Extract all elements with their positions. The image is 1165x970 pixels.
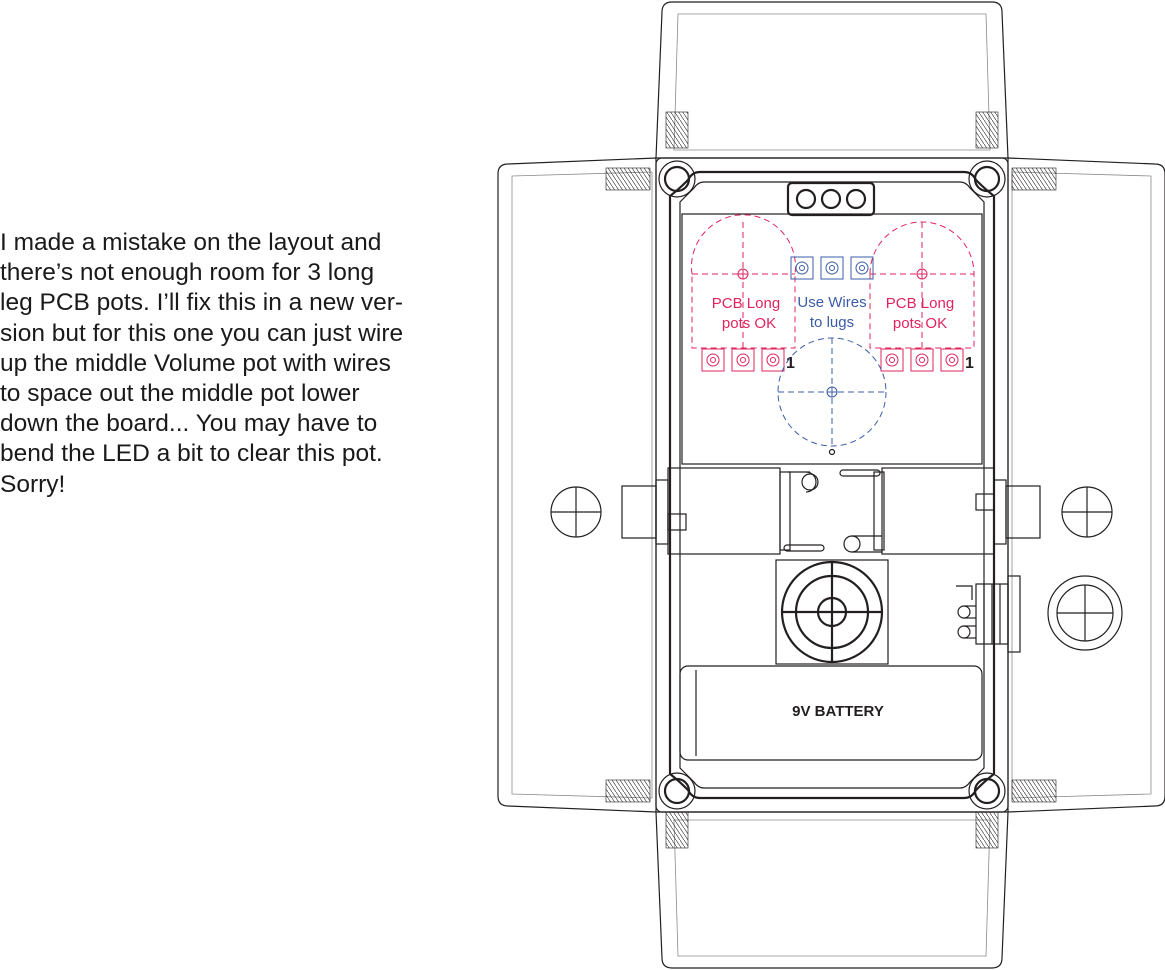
side-right-flap (1007, 157, 1165, 813)
lid-bottom-flap (655, 811, 1009, 969)
left-pot-label-line1: PCB Long (712, 295, 780, 312)
instruction-note: I made a mistake on the layout and there… (0, 229, 404, 498)
pot-pads-middle (790, 256, 874, 280)
left-pot-label-line2: pots OK (722, 315, 776, 332)
middle-pot-label-line2: to lugs (810, 314, 854, 331)
right-pot-label-line2: pots OK (893, 315, 947, 332)
corner-screw-top-right (968, 160, 1006, 198)
dc-power-jack (956, 575, 1021, 653)
pot-footprint-middle (777, 256, 887, 456)
pot-footprint-left (691, 214, 796, 372)
battery-compartment (679, 665, 983, 761)
jack-left (621, 467, 825, 555)
jack-right (839, 467, 1041, 555)
side-left-flap (497, 157, 657, 813)
dc-jack-hole (1047, 575, 1123, 651)
corner-screw-bottom-left (658, 772, 696, 810)
pin1-marker-right: 1 (965, 355, 974, 372)
battery-label: 9V BATTERY (792, 703, 884, 720)
pot-pads-right (880, 348, 964, 372)
lid-top-flap (655, 1, 1009, 159)
right-pot-label-line1: PCB Long (886, 295, 954, 312)
corner-screw-top-left (658, 160, 696, 198)
pcb-outline (681, 213, 983, 465)
top-3-pin-header (786, 181, 876, 217)
pin1-marker-left: 1 (786, 355, 795, 372)
side-hole-left (550, 486, 602, 538)
pot-footprint-right (869, 221, 975, 372)
corner-screw-bottom-right (968, 772, 1006, 810)
middle-pot-label-line1: Use Wires (797, 294, 866, 311)
pot-pads-left (701, 348, 785, 372)
footswitch (775, 559, 889, 665)
side-hole-right (1061, 486, 1113, 538)
